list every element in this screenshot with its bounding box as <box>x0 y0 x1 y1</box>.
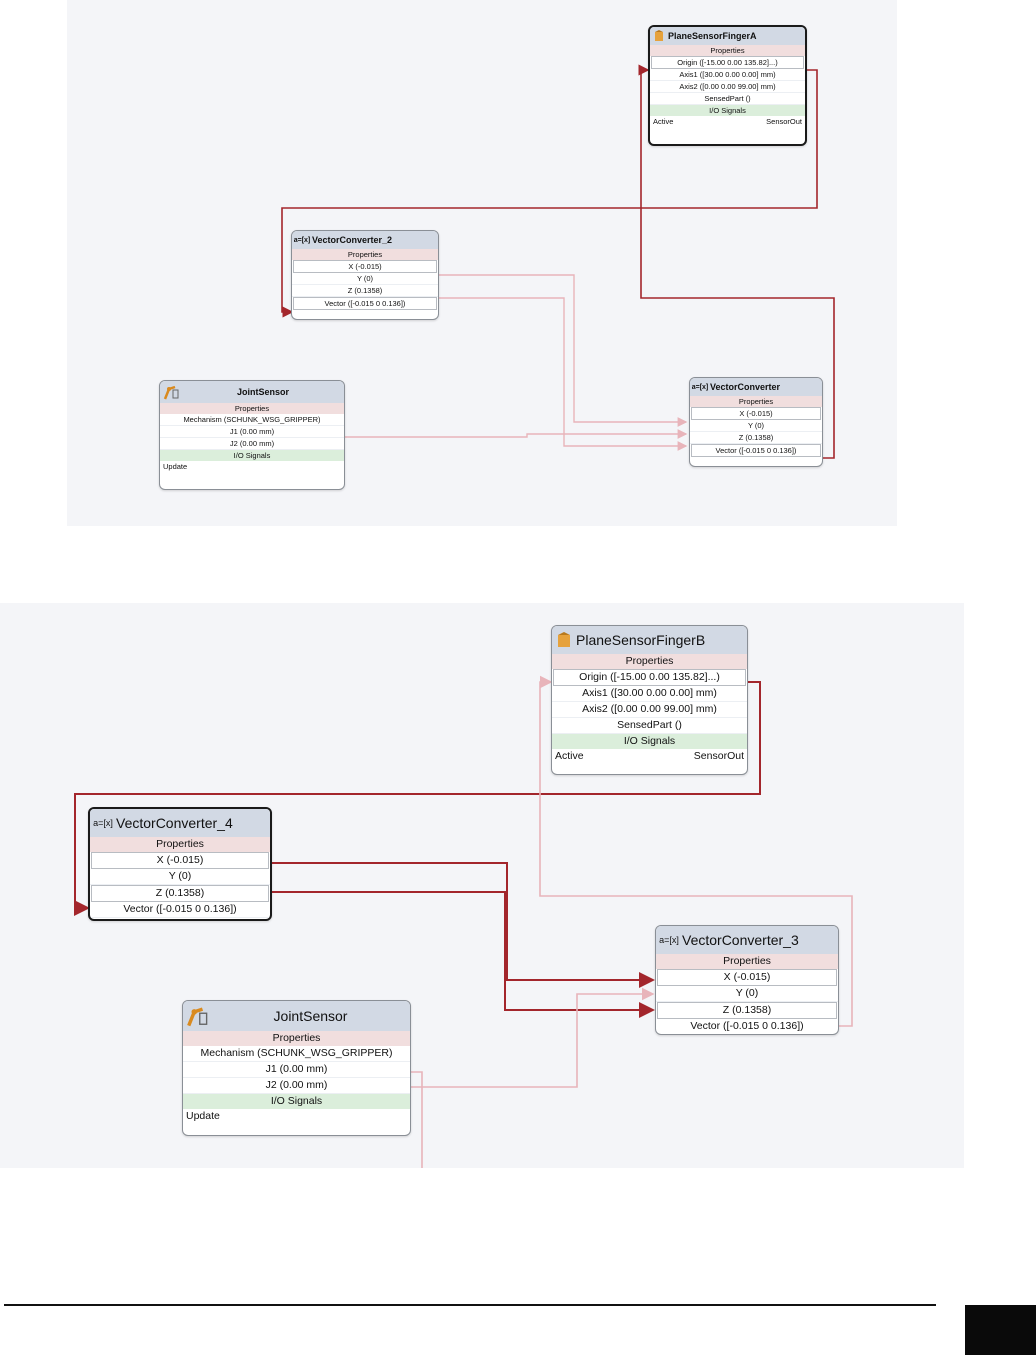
io-signals-row: Active SensorOut <box>650 116 805 127</box>
property-x[interactable]: X (-0.015) <box>293 260 437 273</box>
wire-vc2-z-to-vc-z <box>439 297 688 451</box>
property-z[interactable]: Z (0.1358) <box>292 285 438 297</box>
sensor-icon <box>552 632 576 648</box>
wire-js-j2-to-vc3-y <box>411 987 655 1088</box>
properties-header: Properties <box>552 654 747 669</box>
properties-header: Properties <box>650 45 805 56</box>
property-mechanism[interactable]: Mechanism (SCHUNK_WSG_GRIPPER) <box>160 414 344 426</box>
property-sensed-part[interactable]: SensedPart () <box>552 718 747 734</box>
property-j2[interactable]: J2 (0.00 mm) <box>160 438 344 450</box>
vector-matrix-icon: a=[x] <box>691 383 709 391</box>
top-diagram-canvas: PlaneSensorFingerA Properties Origin ([-… <box>67 0 897 526</box>
property-j1[interactable]: J1 (0.00 mm) <box>183 1062 410 1078</box>
vector-converter-3-node[interactable]: a=[x] VectorConverter_3 Properties X (-0… <box>655 925 839 1035</box>
property-axis2[interactable]: Axis2 ([0.00 0.00 99.00] mm) <box>650 81 805 93</box>
joint-sensor-node[interactable]: JointSensor Properties Mechanism (SCHUNK… <box>159 380 345 490</box>
joint-sensor-node[interactable]: JointSensor Properties Mechanism (SCHUNK… <box>182 1000 411 1136</box>
node-header[interactable]: a=[x] VectorConverter_3 <box>656 926 838 954</box>
property-axis1[interactable]: Axis1 ([30.00 0.00 0.00] mm) <box>552 686 747 702</box>
node-title: PlaneSensorFingerA <box>668 31 757 41</box>
property-y[interactable]: Y (0) <box>90 869 270 885</box>
io-signals-row: Update <box>183 1109 410 1124</box>
node-title: VectorConverter_2 <box>312 235 393 245</box>
property-z[interactable]: Z (0.1358) <box>690 432 822 444</box>
io-input-update[interactable]: Update <box>186 1110 220 1122</box>
plane-sensor-finger-a-node[interactable]: PlaneSensorFingerA Properties Origin ([-… <box>648 25 807 146</box>
io-signals-header: I/O Signals <box>552 734 747 749</box>
property-x[interactable]: X (-0.015) <box>657 969 837 986</box>
footer-rule <box>4 1304 936 1306</box>
robot-arm-icon <box>160 384 182 400</box>
property-vector[interactable]: Vector ([-0.015 0 0.136]) <box>293 297 437 310</box>
vector-matrix-icon: a=[x] <box>293 236 311 244</box>
properties-header: Properties <box>656 954 838 969</box>
property-origin[interactable]: Origin ([-15.00 0.00 135.82]...) <box>553 669 746 686</box>
io-signals-header: I/O Signals <box>160 450 344 461</box>
node-title: JointSensor <box>236 387 289 397</box>
bottom-diagram-canvas: PlaneSensorFingerB Properties Origin ([-… <box>0 603 964 1168</box>
node-title: VectorConverter_4 <box>116 815 233 831</box>
node-title: VectorConverter_3 <box>682 932 799 948</box>
node-header[interactable]: JointSensor <box>160 381 344 403</box>
properties-header: Properties <box>90 837 270 852</box>
wire-vc4-x-to-vc3-x <box>272 862 655 988</box>
property-x[interactable]: X (-0.015) <box>691 407 821 420</box>
property-axis1[interactable]: Axis1 ([30.00 0.00 0.00] mm) <box>650 69 805 81</box>
vector-matrix-icon: a=[x] <box>659 935 679 945</box>
property-z[interactable]: Z (0.1358) <box>91 885 269 902</box>
wire-vc2-x-to-vc-x <box>439 274 688 427</box>
properties-header: Properties <box>292 249 438 260</box>
property-z[interactable]: Z (0.1358) <box>657 1002 837 1019</box>
io-signals-row: Update <box>160 461 344 472</box>
io-signals-header: I/O Signals <box>650 105 805 116</box>
node-header[interactable]: PlaneSensorFingerB <box>552 626 747 654</box>
io-input-active[interactable]: Active <box>555 750 584 762</box>
property-origin[interactable]: Origin ([-15.00 0.00 135.82]...) <box>651 56 804 69</box>
node-title: JointSensor <box>273 1008 348 1024</box>
property-y[interactable]: Y (0) <box>690 420 822 432</box>
properties-header: Properties <box>160 403 344 414</box>
node-header[interactable]: a=[x] VectorConverter_2 <box>292 231 438 249</box>
io-output-sensorout[interactable]: SensorOut <box>693 750 744 762</box>
vector-converter-node[interactable]: a=[x] VectorConverter Properties X (-0.0… <box>689 377 823 467</box>
io-output-sensorout[interactable]: SensorOut <box>766 117 802 126</box>
property-j2[interactable]: J2 (0.00 mm) <box>183 1078 410 1094</box>
property-y[interactable]: Y (0) <box>292 273 438 285</box>
property-j1[interactable]: J1 (0.00 mm) <box>160 426 344 438</box>
wire-js-to-vc3-y <box>411 1071 423 1168</box>
node-header[interactable]: a=[x] VectorConverter <box>690 378 822 396</box>
io-signals-header: I/O Signals <box>183 1094 410 1109</box>
vector-converter-4-node[interactable]: a=[x] VectorConverter_4 Properties X (-0… <box>88 807 272 921</box>
node-title: VectorConverter <box>710 382 781 392</box>
node-header[interactable]: a=[x] VectorConverter_4 <box>90 809 270 837</box>
wire-vc4-z-to-vc3-z <box>272 891 655 1018</box>
io-input-update[interactable]: Update <box>163 462 188 471</box>
page-tab-block <box>965 1305 1036 1355</box>
property-vector[interactable]: Vector ([-0.015 0 0.136]) <box>656 1019 838 1034</box>
property-vector[interactable]: Vector ([-0.015 0 0.136]) <box>691 444 821 457</box>
vector-matrix-icon: a=[x] <box>93 818 113 828</box>
io-input-active[interactable]: Active <box>653 117 674 126</box>
property-mechanism[interactable]: Mechanism (SCHUNK_WSG_GRIPPER) <box>183 1046 410 1062</box>
property-y[interactable]: Y (0) <box>656 986 838 1002</box>
property-axis2[interactable]: Axis2 ([0.00 0.00 99.00] mm) <box>552 702 747 718</box>
robot-arm-icon <box>183 1005 211 1027</box>
io-signals-row: Active SensorOut <box>552 749 747 764</box>
plane-sensor-finger-b-node[interactable]: PlaneSensorFingerB Properties Origin ([-… <box>551 625 748 775</box>
vector-converter-2-node[interactable]: a=[x] VectorConverter_2 Properties X (-0… <box>291 230 439 320</box>
property-x[interactable]: X (-0.015) <box>91 852 269 869</box>
wire-js-to-vc-y <box>345 429 688 439</box>
property-vector[interactable]: Vector ([-0.015 0 0.136]) <box>90 902 270 918</box>
property-sensed-part[interactable]: SensedPart () <box>650 93 805 105</box>
sensor-icon <box>650 30 668 42</box>
properties-header: Properties <box>690 396 822 407</box>
properties-header: Properties <box>183 1031 410 1046</box>
node-header[interactable]: PlaneSensorFingerA <box>650 27 805 45</box>
node-header[interactable]: JointSensor <box>183 1001 410 1031</box>
node-title: PlaneSensorFingerB <box>576 632 706 648</box>
